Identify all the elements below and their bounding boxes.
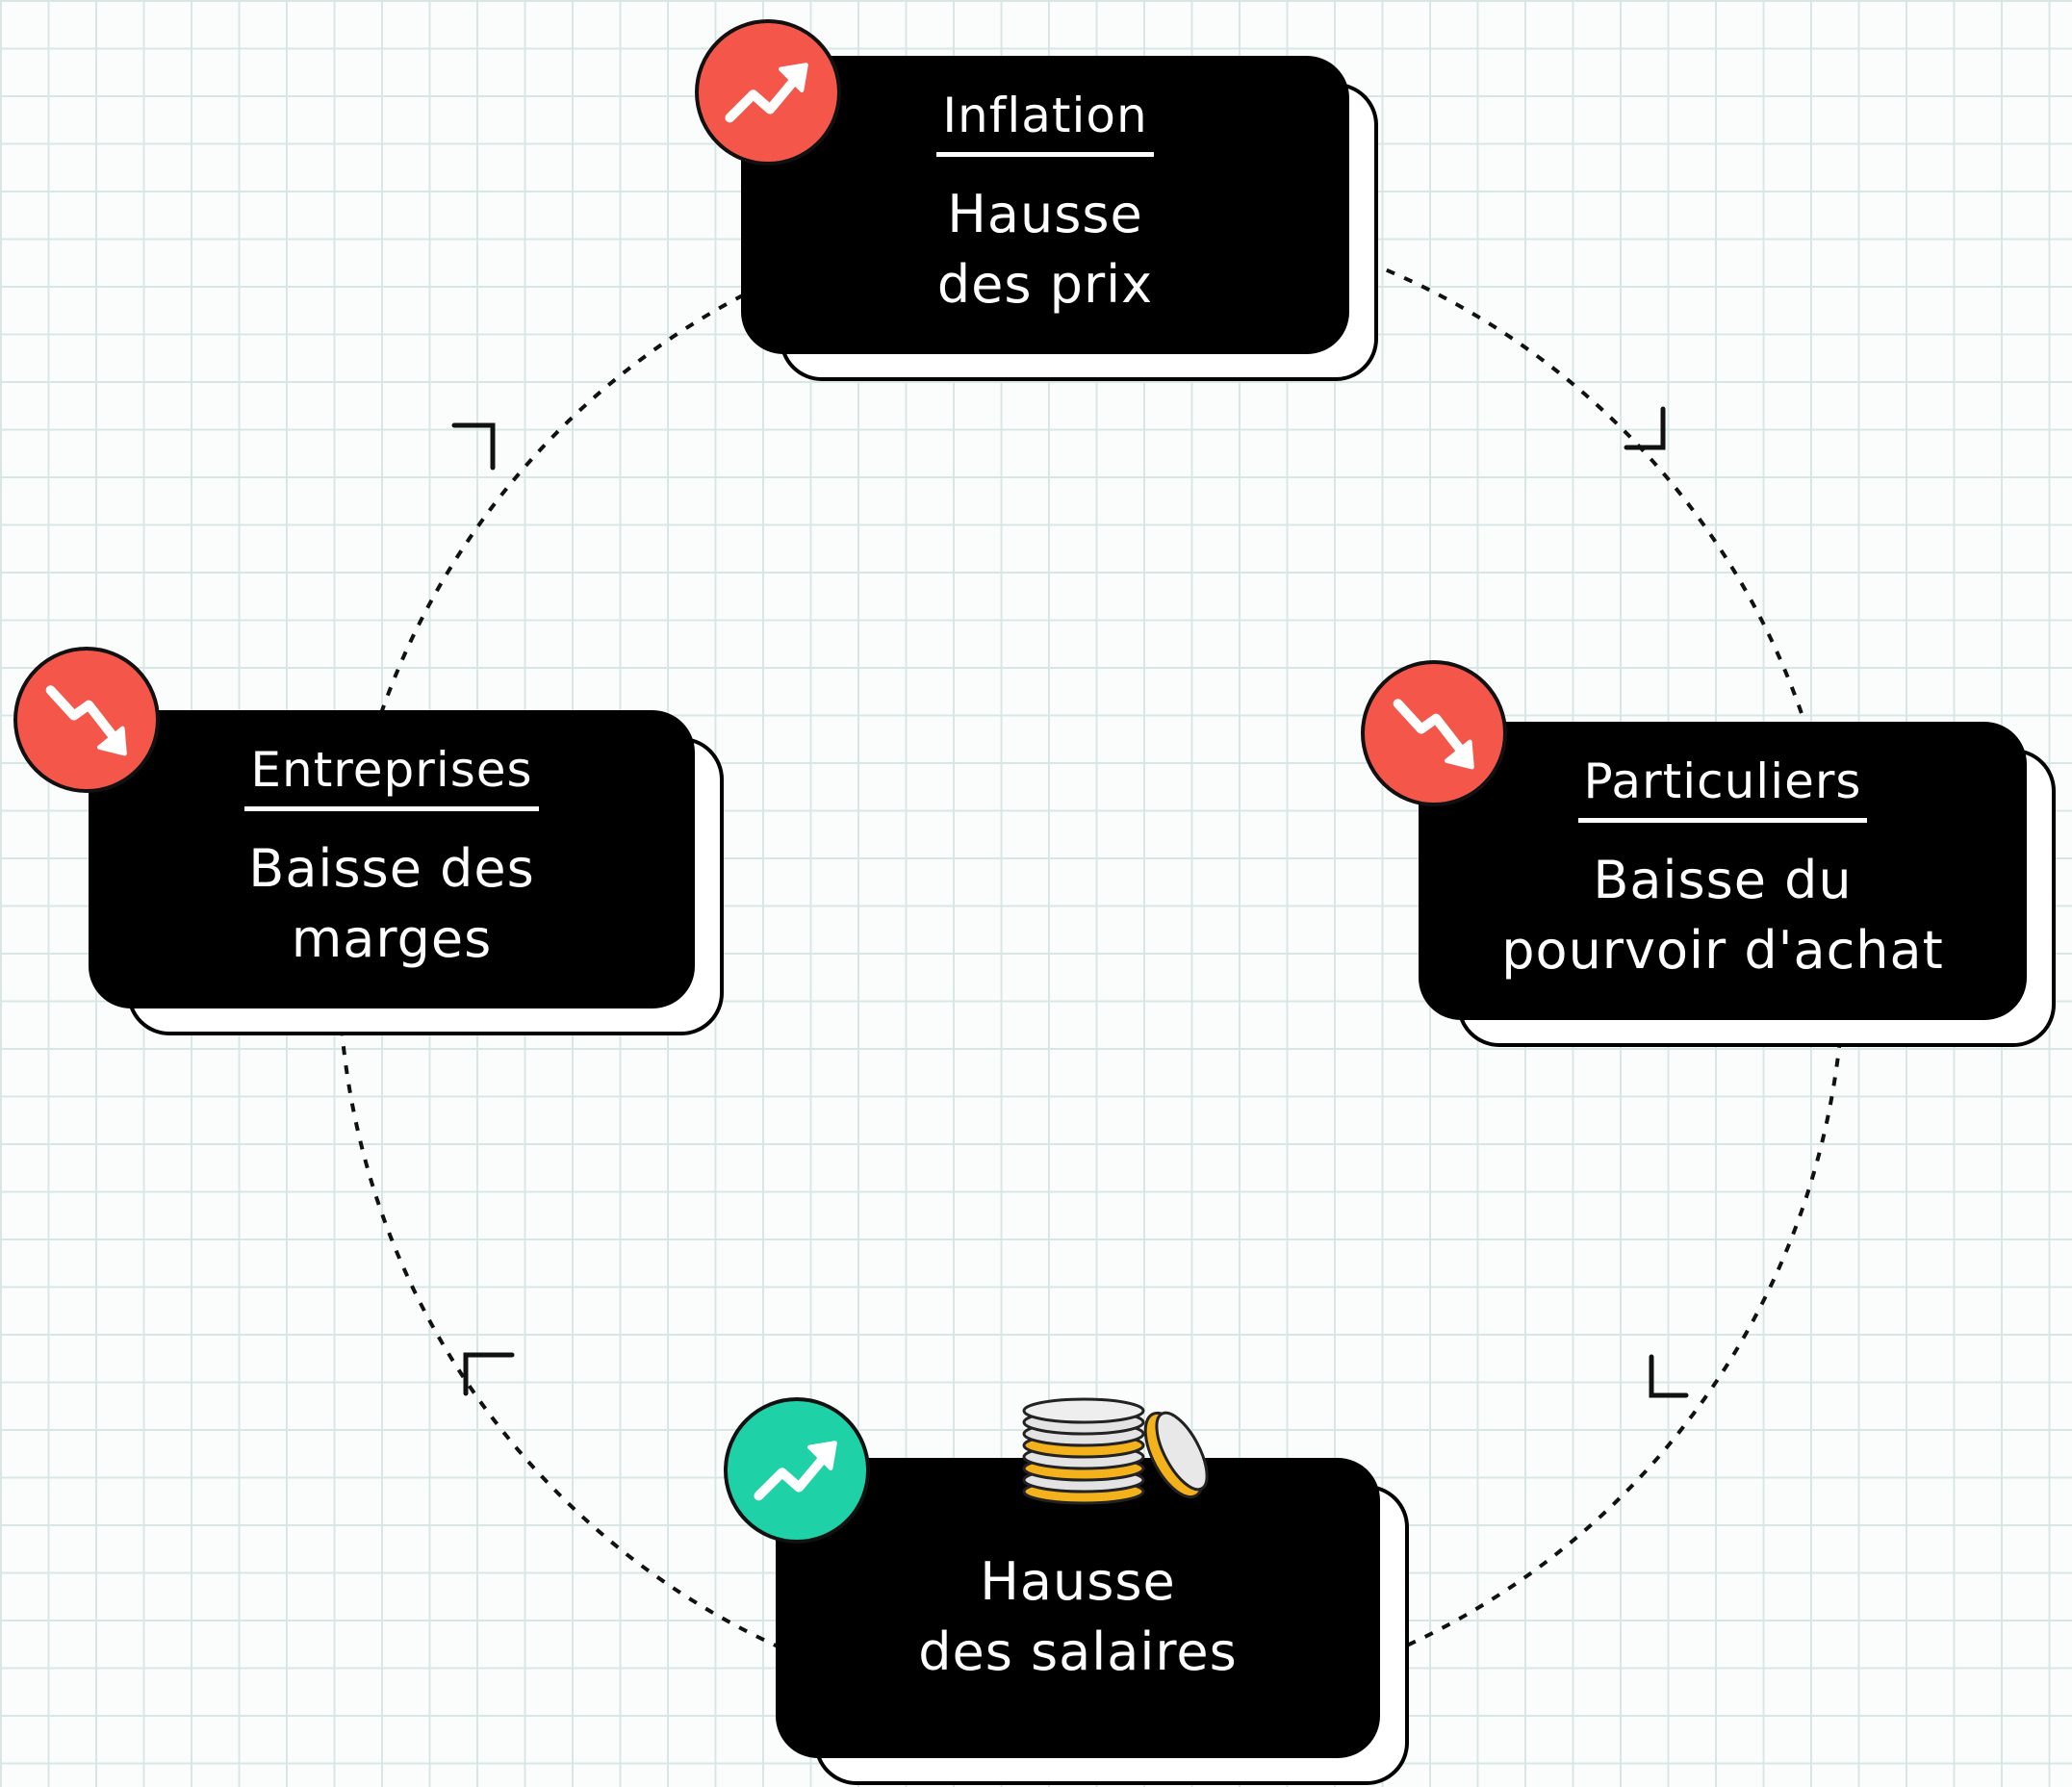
node-entreprises-text: Baisse des marges xyxy=(248,838,535,969)
node-particuliers-text: Baisse du pourvoir d'achat xyxy=(1501,850,1944,981)
node-salaires-card: Hausse des salaires xyxy=(776,1458,1380,1758)
arrowhead-bottom-left xyxy=(463,1352,515,1396)
node-inflation-card: Inflation Hausse des prix xyxy=(741,56,1349,354)
coins-icon xyxy=(1022,1397,1209,1505)
trend-down-icon xyxy=(1361,660,1507,806)
node-inflation: Inflation Hausse des prix xyxy=(741,56,1378,381)
node-salaires-text: Hausse des salaires xyxy=(918,1551,1238,1682)
arrowhead-top-right xyxy=(1624,406,1666,450)
arrowhead-top-left xyxy=(451,422,496,471)
node-inflation-text: Hausse des prix xyxy=(936,184,1154,315)
node-particuliers-card: Particuliers Baisse du pourvoir d'achat xyxy=(1419,722,2027,1020)
node-particuliers-title: Particuliers xyxy=(1577,755,1868,824)
node-entreprises-title: Entreprises xyxy=(244,744,539,812)
trend-down-icon xyxy=(13,647,160,793)
node-salaires: Hausse des salaires xyxy=(776,1458,1409,1785)
trend-up-icon xyxy=(695,19,841,166)
node-particuliers: Particuliers Baisse du pourvoir d'achat xyxy=(1419,722,2056,1047)
trend-up-icon xyxy=(724,1397,870,1544)
node-entreprises-card: Entreprises Baisse des marges xyxy=(89,710,695,1008)
node-entreprises: Entreprises Baisse des marges xyxy=(89,710,724,1035)
arrowhead-bottom-right xyxy=(1649,1354,1689,1398)
node-inflation-title: Inflation xyxy=(936,89,1154,158)
